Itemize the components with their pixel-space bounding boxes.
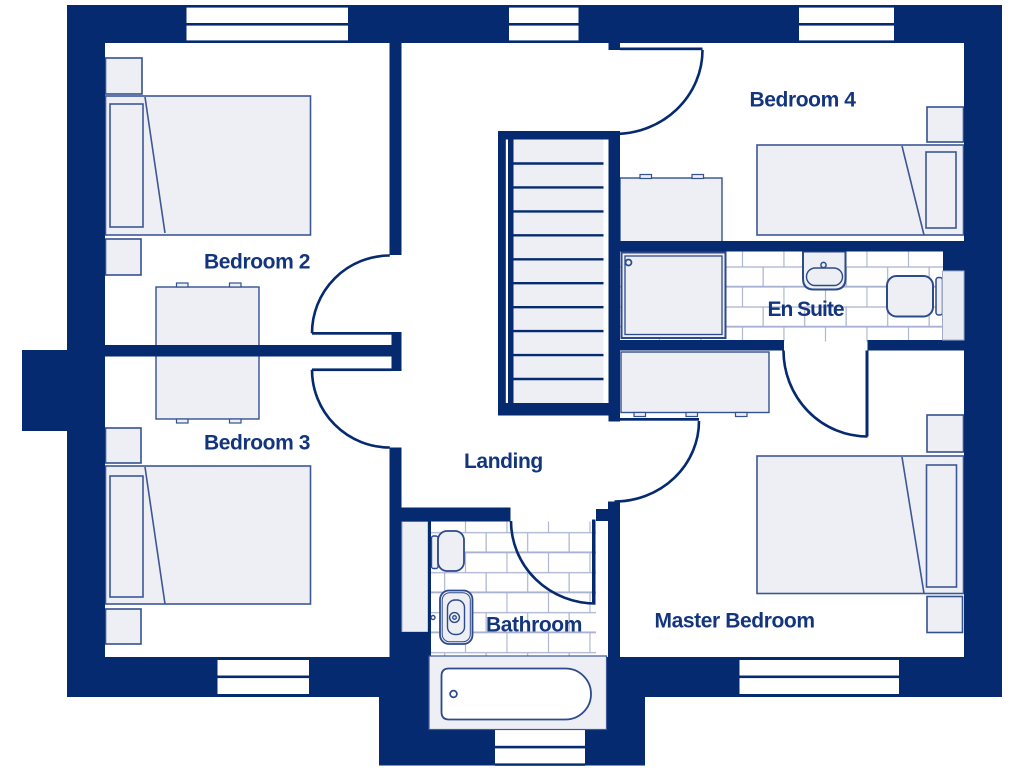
svg-text:Bedroom 3: Bedroom 3 <box>204 432 310 455</box>
svg-text:Bedroom 4: Bedroom 4 <box>750 89 857 112</box>
svg-text:En Suite: En Suite <box>768 298 844 321</box>
svg-text:Bathroom: Bathroom <box>486 614 582 637</box>
svg-text:Landing: Landing <box>464 450 543 473</box>
svg-text:Bedroom 2: Bedroom 2 <box>204 251 310 274</box>
svg-text:Master Bedroom: Master Bedroom <box>655 610 815 633</box>
